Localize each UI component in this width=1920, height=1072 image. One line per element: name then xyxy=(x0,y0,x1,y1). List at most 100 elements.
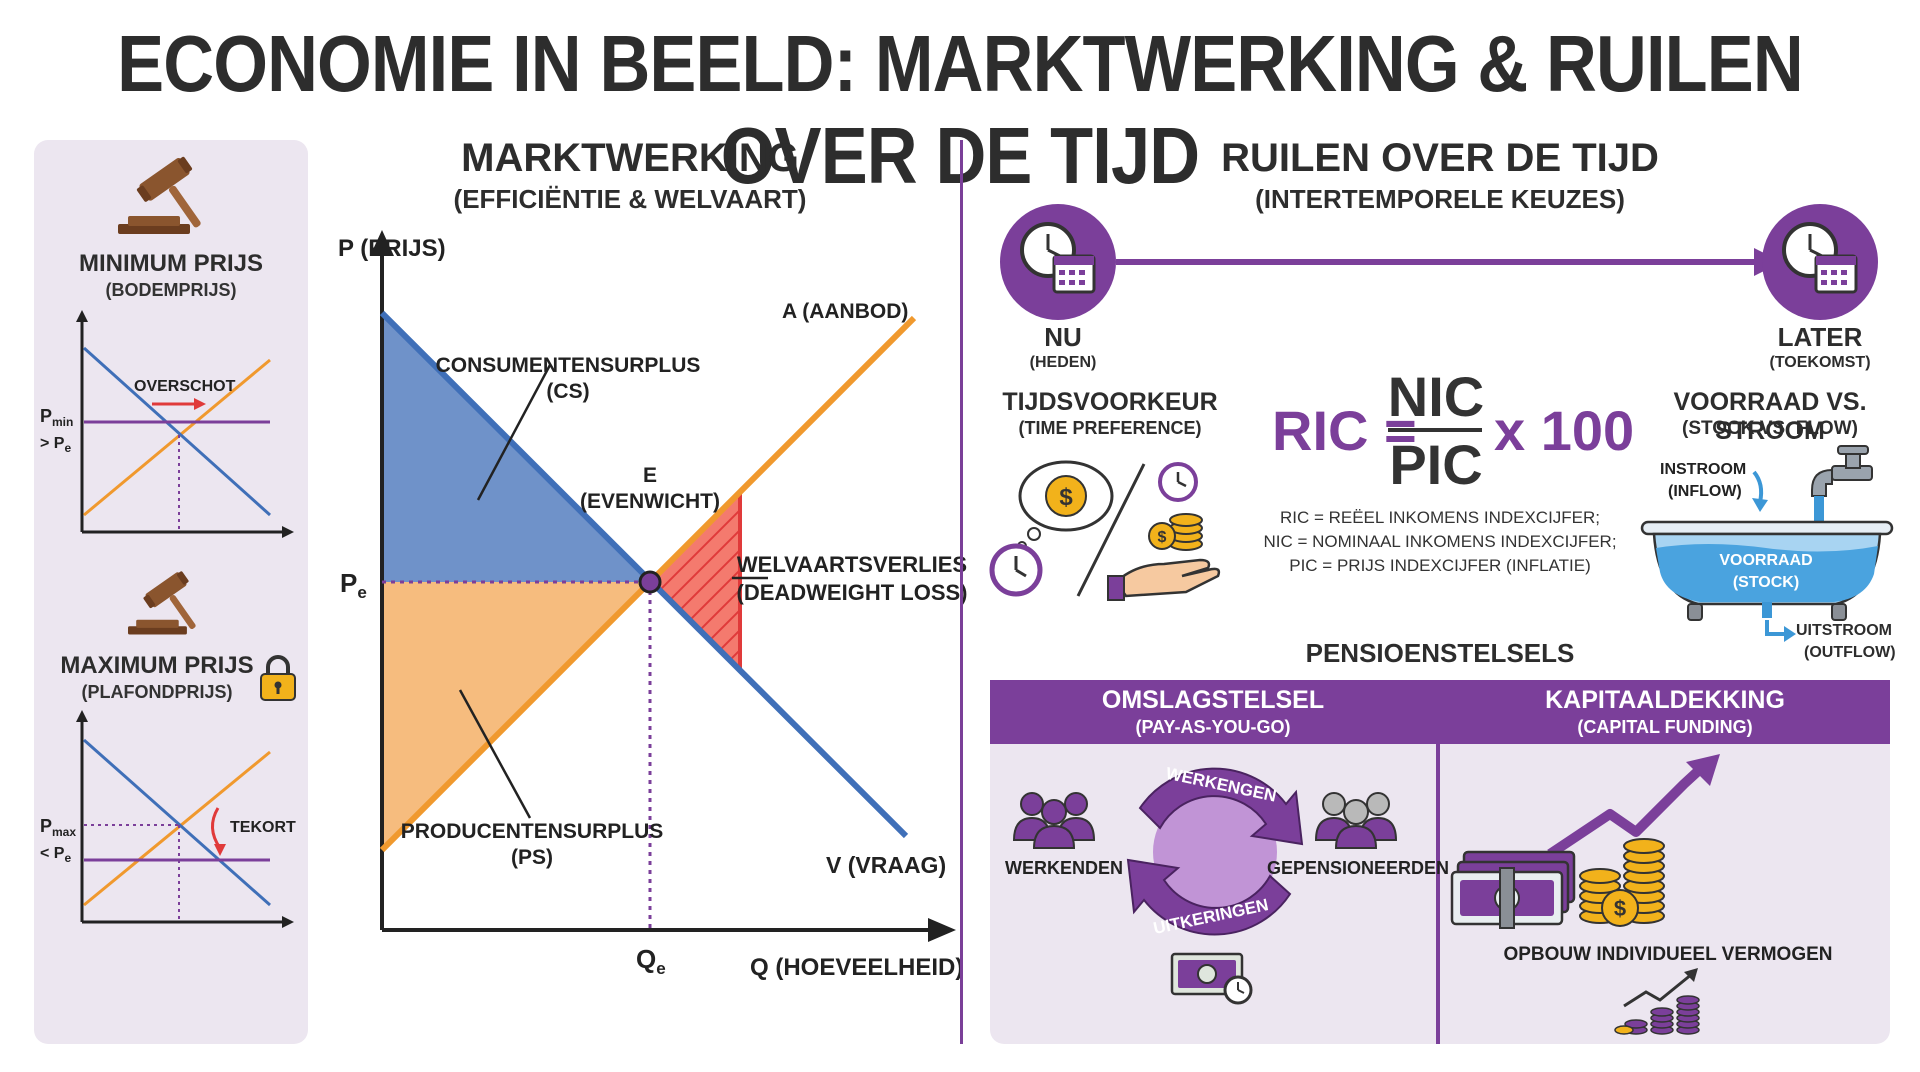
equilibrium-label-desc: (EVENWICHT) xyxy=(580,490,720,513)
now-sublabel: (HEDEN) xyxy=(1029,354,1097,371)
max-price-subtitle: (PLAFONDPRIJS) xyxy=(81,682,233,702)
max-price-chart: TEKORT Pmax < Pe xyxy=(40,710,296,928)
payg-illustration: WERKENGEN UITKERINGEN WERKENDEN GEPENSIO… xyxy=(1005,764,1449,1005)
bathtub-illustration: INSTROOM (INFLOW) VOORRAAD (STOCK) xyxy=(1640,445,1894,642)
svg-text:$: $ xyxy=(1614,896,1626,921)
svg-text:> Pe: > Pe xyxy=(40,435,71,455)
pension-title: PENSIOENSTELSELS xyxy=(1305,638,1575,668)
market-title: MARKTWERKING xyxy=(461,136,799,180)
later-label: LATER xyxy=(1777,322,1863,352)
market-subtitle: (EFFICIËNTIE & WELVAART) xyxy=(453,184,807,214)
small-growth-icon xyxy=(1614,968,1700,1035)
min-price-title: MINIMUM PRIJS xyxy=(78,250,263,277)
supply-demand-diagram: P (PRIJS) Q (HOEVEELHEID) A (AANBOD) V (… xyxy=(338,230,968,981)
now-label: NU xyxy=(1044,322,1082,352)
svg-text:Pmax: Pmax xyxy=(40,816,76,839)
pmax-label: P xyxy=(40,816,52,836)
min-price-chart: OVERSCHOT Pmin > Pe xyxy=(40,310,294,538)
banknotes-icon xyxy=(1450,850,1576,929)
clock-icon xyxy=(989,543,1043,597)
payg-header: OMSLAGSTELSEL (PAY-AS-YOU-GO) xyxy=(990,680,1436,744)
workers-icon xyxy=(1012,792,1096,849)
payg-title: OMSLAGSTELSEL xyxy=(1101,686,1325,714)
demand-label: V (VRAAG) xyxy=(826,852,946,878)
thought-cloud-icon: $ xyxy=(1017,460,1114,551)
bathtub-icon xyxy=(1640,520,1894,621)
funding-subtitle: (CAPITAL FUNDING) xyxy=(1577,717,1753,737)
timeline xyxy=(1000,204,1878,320)
funding-header: KAPITAALDEKKING (CAPITAL FUNDING) xyxy=(1440,680,1890,744)
pensioners-icon xyxy=(1314,792,1398,849)
max-price-title: MAXIMUM PRIJS xyxy=(60,652,254,679)
formula-denominator: PIC xyxy=(1389,433,1482,496)
inflow-sublabel: (INFLOW) xyxy=(1668,483,1742,500)
pmin-compare-sub: e xyxy=(64,441,71,455)
formula-numerator: NIC xyxy=(1388,365,1484,428)
qe-sub: e xyxy=(656,959,665,978)
gavel-icon xyxy=(118,156,201,234)
pmax-sub: max xyxy=(52,825,76,839)
pe-sub: e xyxy=(357,583,366,602)
inflow-label: INSTROOM xyxy=(1660,461,1746,478)
cs-label-abbr: (CS) xyxy=(546,380,589,403)
later-sublabel: (TOEKOMST) xyxy=(1769,354,1871,371)
clock-calendar-icon xyxy=(1000,204,1116,320)
formula-legend-pic: PIC = PRIJS INDEXCIJFER (INFLATIE) xyxy=(1289,556,1591,575)
time-preference-subtitle: (TIME PREFERENCE) xyxy=(1018,418,1202,438)
svg-text:Pmin: Pmin xyxy=(40,406,73,429)
svg-text:Pe: Pe xyxy=(340,568,367,602)
intertemporal-title: RUILEN OVER DE TIJD xyxy=(1221,136,1659,180)
x-axis-label: Q (HOEVEELHEID) xyxy=(750,954,963,981)
pmin-label: P xyxy=(40,406,52,426)
overschot-label: OVERSCHOT xyxy=(134,378,236,395)
coin-stacks-icon xyxy=(1579,838,1665,927)
price-controls-panel: MINIMUM PRIJS (BODEMPRIJS) OVERSCHOT Pmi… xyxy=(34,140,308,1044)
funding-illustration: $ OPBOUW INDIVIDUEEL VERMOGEN xyxy=(1450,754,1833,1035)
outflow-sublabel: (OUTFLOW) xyxy=(1804,644,1896,661)
stock-label: VOORRAAD xyxy=(1719,552,1812,569)
svg-text:Qe: Qe xyxy=(636,944,666,978)
ric-formula: RIC = NIC PIC x 100 xyxy=(1272,365,1634,496)
clock-calendar-icon xyxy=(1762,204,1878,320)
funding-title: KAPITAALDEKKING xyxy=(1545,686,1785,714)
dwl-label: WELVAARTSVERLIES xyxy=(737,552,967,577)
gavel-icon xyxy=(128,571,196,635)
min-price-subtitle: (BODEMPRIJS) xyxy=(105,280,237,300)
payg-subtitle: (PAY-AS-YOU-GO) xyxy=(1135,717,1291,737)
pmax-compare: < P xyxy=(40,845,65,862)
clock-icon xyxy=(1158,462,1198,502)
time-preference-illustration: $ $ xyxy=(989,460,1221,601)
stock-sublabel: (STOCK) xyxy=(1733,574,1799,591)
supply-label: A (AANBOD) xyxy=(782,300,908,323)
intertemporal-subtitle: (INTERTEMPORELE KEUZES) xyxy=(1255,184,1625,214)
stock-flow-title: VOORRAAD VS. STROOM xyxy=(1673,388,1867,445)
svg-text:$: $ xyxy=(1158,529,1167,546)
wealth-building-label: OPBOUW INDIVIDUEEL VERMOGEN xyxy=(1503,944,1832,965)
pension-panel: OMSLAGSTELSEL (PAY-AS-YOU-GO) KAPITAALDE… xyxy=(990,680,1890,1044)
growth-arrow-icon xyxy=(1547,754,1720,859)
pmax-compare-sub: e xyxy=(64,851,71,865)
pensioners-label: GEPENSIONEERDEN xyxy=(1267,858,1449,878)
stock-flow-subtitle: (STOCK VS. FLOW) xyxy=(1682,418,1858,439)
pension-divider xyxy=(1436,680,1440,1044)
lock-icon xyxy=(260,655,296,701)
time-preference-title: TIJDSVOORKEUR xyxy=(1002,388,1218,416)
pmin-compare: > P xyxy=(40,435,65,452)
cs-label: CONSUMENTENSURPLUS xyxy=(436,354,701,377)
section-divider xyxy=(960,140,963,1044)
qe-label: Q xyxy=(636,944,656,974)
formula-multiplier: x 100 xyxy=(1494,399,1634,462)
y-axis-label: P (PRIJS) xyxy=(338,235,446,262)
faucet-icon xyxy=(1811,445,1873,526)
equilibrium-label: E xyxy=(643,464,657,487)
pmin-sub: min xyxy=(52,415,73,429)
svg-text:< Pe: < Pe xyxy=(40,845,71,865)
formula-legend-nic: NIC = NOMINAAL INKOMENS INDEXCIJFER; xyxy=(1263,532,1617,551)
coins-hand-icon: $ xyxy=(1107,513,1221,601)
tekort-label: TEKORT xyxy=(230,819,296,836)
cycle-arrows-icon xyxy=(1126,767,1304,936)
formula-legend-ric: RIC = REËEL INKOMENS INDEXCIJFER; xyxy=(1279,508,1601,527)
money-clock-icon xyxy=(1170,952,1253,1005)
dwl-label-desc: (DEADWEIGHT LOSS) xyxy=(737,580,968,605)
outflow-label: UITSTROOM xyxy=(1796,622,1892,639)
